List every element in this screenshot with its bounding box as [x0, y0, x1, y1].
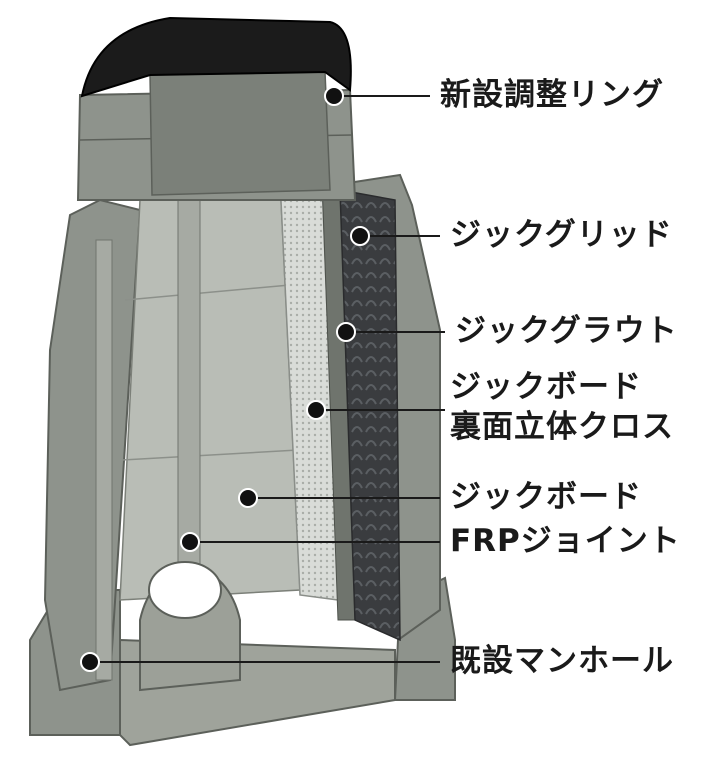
- dot-jig-grout: [336, 322, 356, 342]
- dot-jig-grid: [350, 226, 370, 246]
- dot-jig-board-cross: [306, 400, 326, 420]
- board-seam-2: [121, 449, 299, 461]
- label-new-adjust-ring: 新設調整リング: [440, 77, 664, 113]
- dot-existing-manhole: [80, 652, 100, 672]
- pipe-hole: [148, 561, 222, 619]
- ring-inner-face: [149, 71, 331, 196]
- dot-jig-board: [238, 488, 258, 508]
- board-seam-1: [124, 284, 291, 301]
- label-existing-manhole: 既設マンホール: [450, 643, 674, 679]
- manhole-cover-cap: [80, 16, 352, 98]
- label-jig-board-cross-line1: ジックボード: [450, 369, 642, 405]
- dot-frp-joint: [180, 532, 200, 552]
- frp-joint-strip-left: [95, 239, 113, 681]
- jig-grid-layer: [339, 189, 401, 642]
- jig-board-interior: [119, 179, 301, 601]
- label-jig-board: ジックボード: [450, 479, 642, 515]
- existing-manhole-wall-left: [43, 198, 142, 692]
- dot-new-adjust-ring: [324, 86, 344, 106]
- label-jig-board-cross-line2: 裏面立体クロス: [450, 409, 674, 445]
- label-jig-grid: ジックグリッド: [450, 217, 673, 253]
- label-frp-joint: FRPジョイント: [450, 523, 681, 559]
- label-jig-grout: ジックグラウト: [455, 313, 678, 349]
